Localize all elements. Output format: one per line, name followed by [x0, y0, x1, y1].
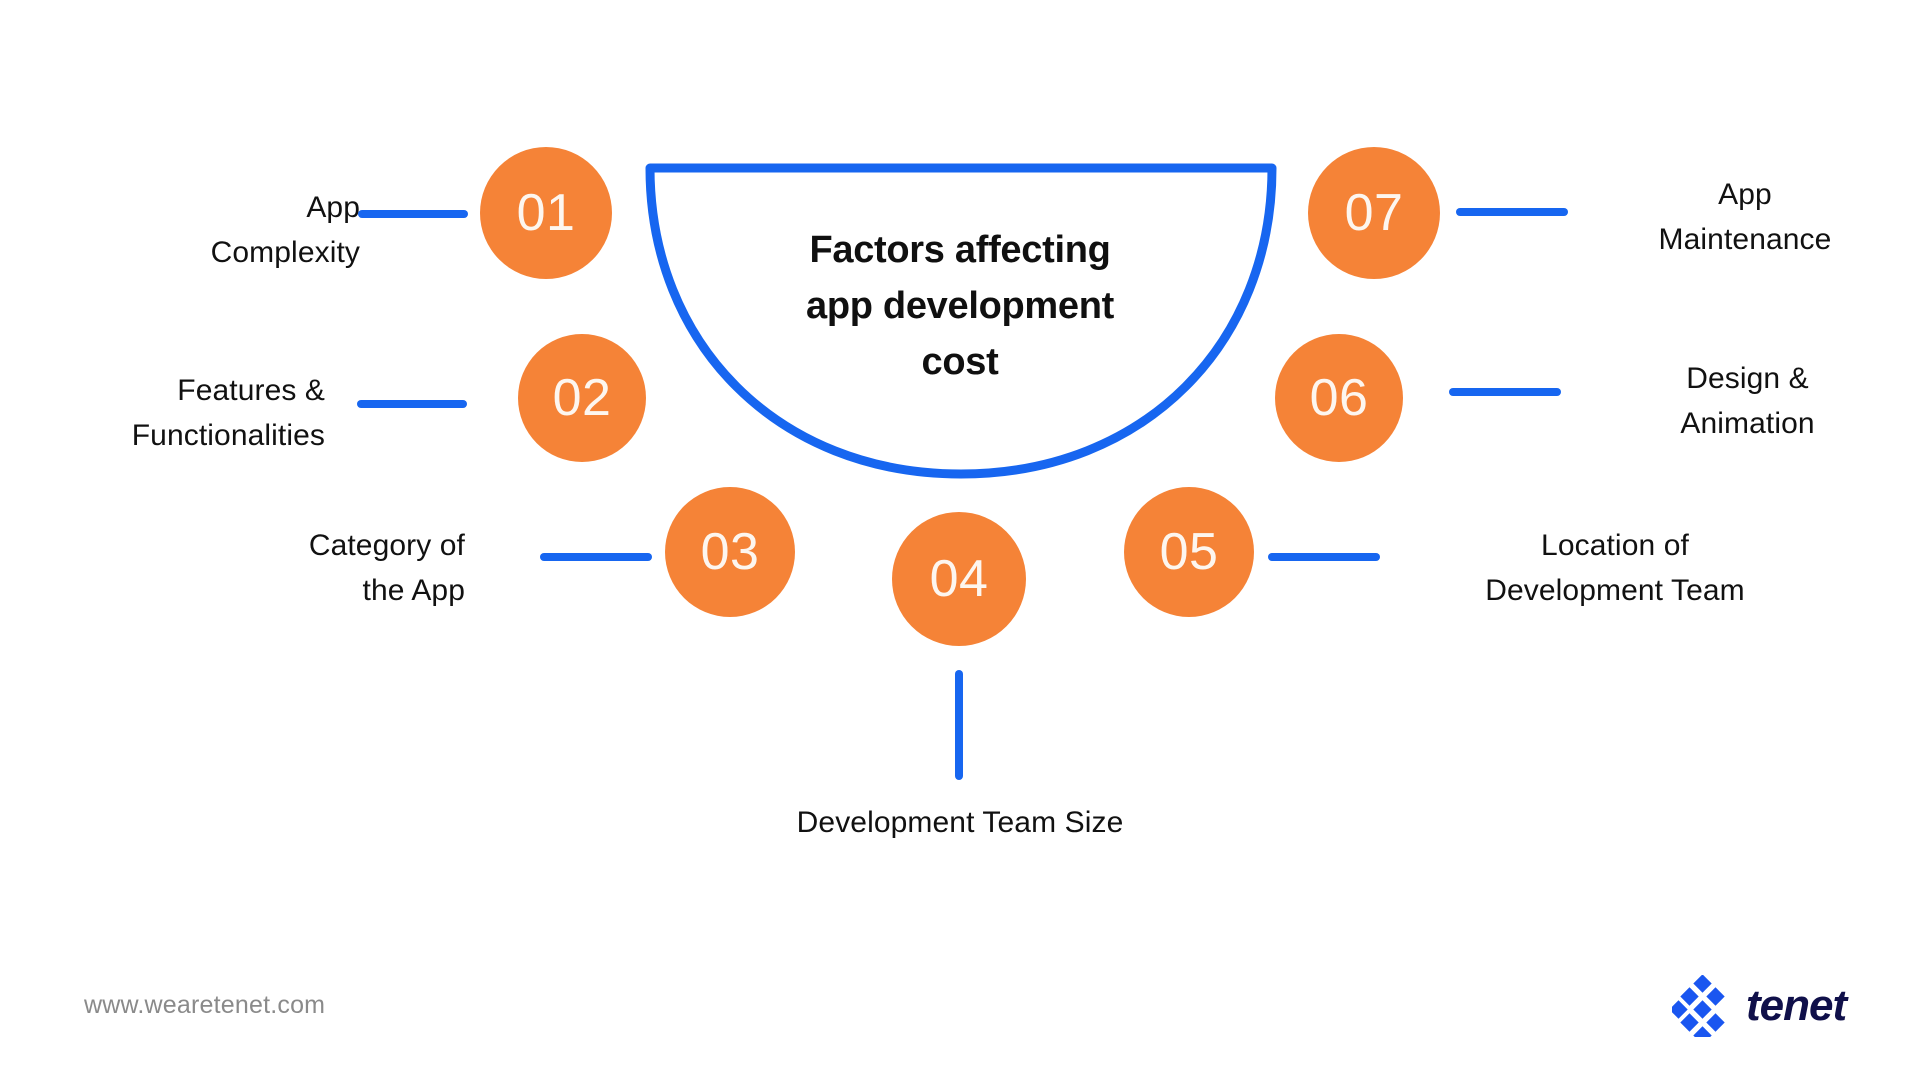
bowl-outline-svg: [645, 163, 1277, 479]
connector-line-05: [1268, 553, 1380, 561]
item-number-01: 01: [516, 184, 576, 242]
item-circle-02[interactable]: 02: [518, 334, 646, 462]
item-number-04: 04: [929, 550, 989, 608]
item-label-05: Location of Development Team: [1430, 523, 1800, 613]
item-label-07-line-1: App: [1718, 178, 1772, 211]
center-title-line-2: app development: [806, 285, 1114, 328]
item-circle-01[interactable]: 01: [480, 147, 612, 279]
item-label-02-line-2: Functionalities: [131, 419, 325, 452]
center-title: Factors affecting app development cost: [690, 222, 1230, 391]
item-circle-04[interactable]: 04: [892, 512, 1026, 646]
item-label-06: Design & Animation: [1605, 356, 1890, 446]
center-title-line-1: Factors affecting: [809, 229, 1111, 271]
tenet-logo-mark-icon: [1672, 975, 1725, 1037]
item-label-02-line-1: Features &: [177, 374, 325, 407]
site-url[interactable]: www.wearetenet.com: [84, 991, 326, 1019]
item-number-07: 07: [1344, 184, 1404, 242]
item-number-02: 02: [552, 369, 612, 427]
item-label-02: Features & Functionalities: [35, 368, 325, 458]
connector-line-01: [358, 210, 468, 218]
item-label-01-line-1: App: [306, 191, 360, 224]
item-circle-03[interactable]: 03: [665, 487, 795, 617]
item-label-05-line-2: Development Team: [1485, 574, 1745, 607]
central-bowl-shape: [645, 163, 1277, 481]
connector-line-02: [357, 400, 467, 408]
connector-line-04: [955, 670, 963, 780]
item-label-06-line-1: Design &: [1686, 362, 1809, 395]
connector-line-06: [1449, 388, 1561, 396]
item-label-03: Category of the App: [190, 523, 465, 613]
tenet-logo-wordmark: tenet: [1746, 981, 1847, 1030]
item-label-03-line-2: the App: [362, 574, 465, 607]
item-label-07-line-2: Maintenance: [1658, 223, 1832, 256]
bowl-path: [645, 163, 1277, 479]
item-label-05-line-1: Location of: [1541, 529, 1689, 562]
connector-line-07: [1456, 208, 1568, 216]
item-label-01: App Complexity: [80, 185, 360, 275]
item-circle-06[interactable]: 06: [1275, 334, 1403, 462]
item-label-04-line-1: Development Team Size: [796, 806, 1124, 839]
item-label-03-line-1: Category of: [308, 529, 465, 562]
tenet-logo[interactable]: tenet: [1672, 975, 1847, 1037]
item-label-06-line-2: Animation: [1680, 407, 1815, 440]
item-label-04: Development Team Size: [680, 800, 1240, 845]
item-circle-07[interactable]: 07: [1308, 147, 1440, 279]
connector-line-03: [540, 553, 652, 561]
item-label-01-line-2: Complexity: [210, 236, 360, 269]
item-label-07: App Maintenance: [1595, 172, 1895, 262]
item-number-06: 06: [1309, 369, 1369, 427]
item-number-03: 03: [700, 523, 760, 581]
item-circle-05[interactable]: 05: [1124, 487, 1254, 617]
center-title-line-3: cost: [921, 341, 999, 384]
item-number-05: 05: [1159, 523, 1219, 581]
